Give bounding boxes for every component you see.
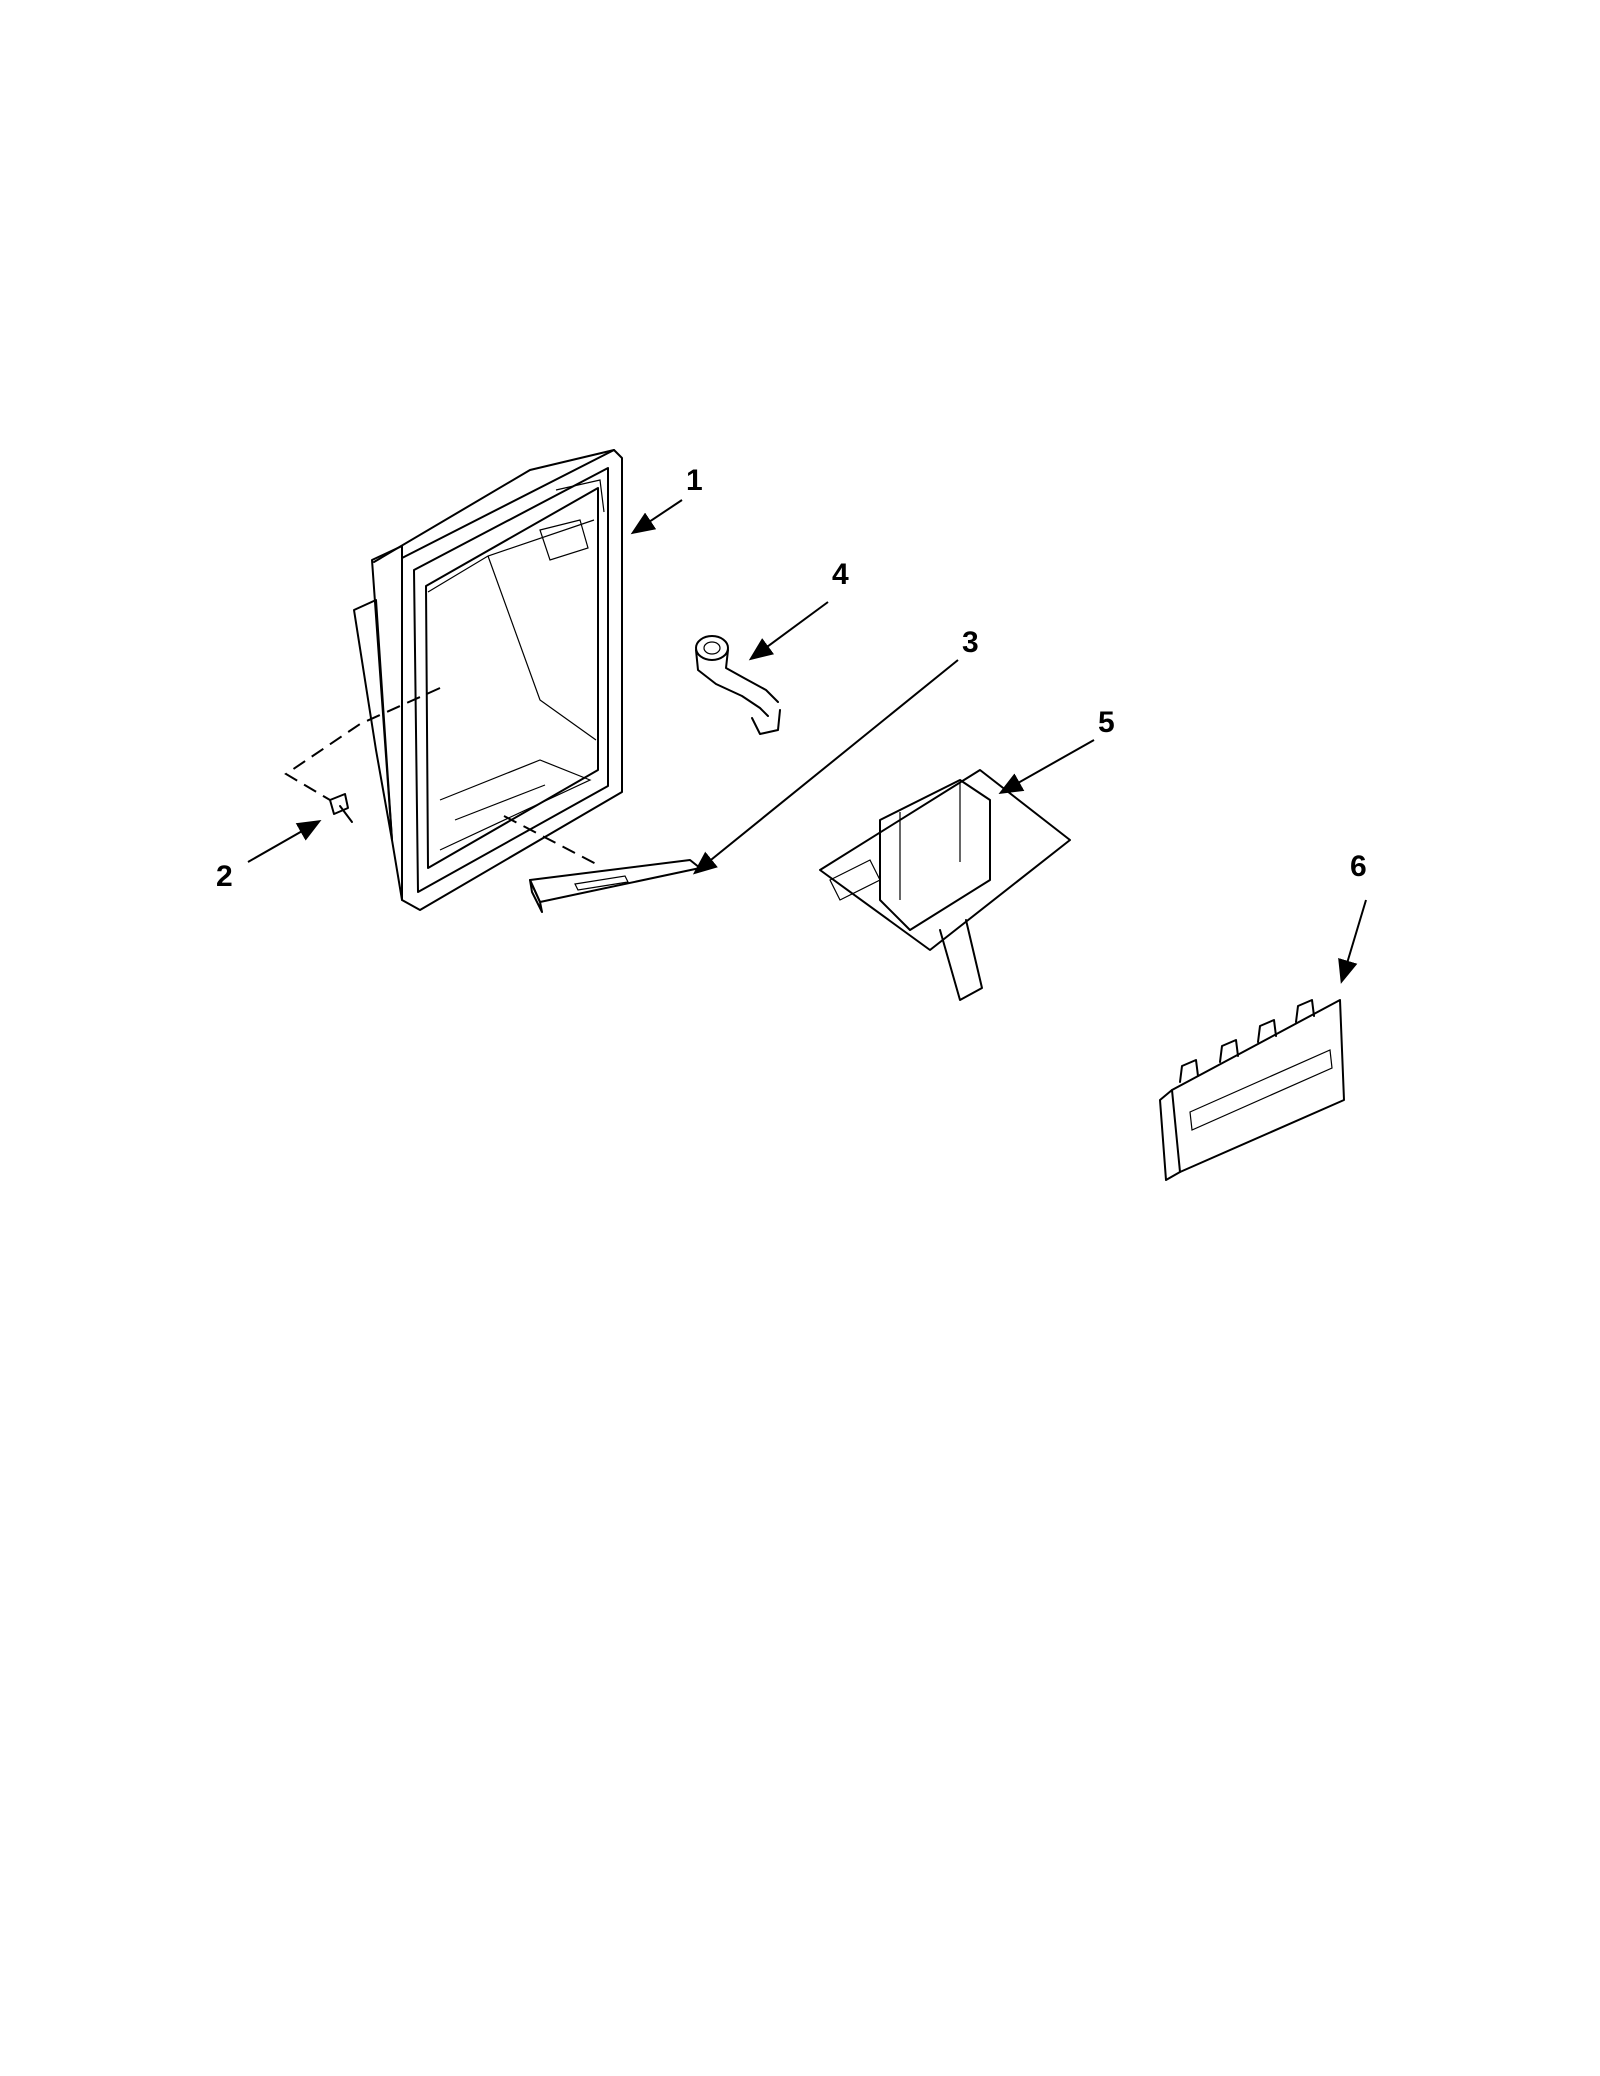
callout-1: 1 xyxy=(686,464,703,497)
part-1-dispenser-housing xyxy=(353,449,623,911)
callout-6: 6 xyxy=(1350,850,1367,883)
part-2-screw xyxy=(329,793,353,823)
part-3-drip-tray xyxy=(529,859,701,913)
assembly-line-tray xyxy=(503,815,601,867)
part-4-water-nozzle xyxy=(695,635,781,735)
leader-6 xyxy=(1338,899,1367,984)
leader-5 xyxy=(998,739,1095,794)
leader-4 xyxy=(748,601,829,661)
leader-1 xyxy=(630,499,683,535)
part-5-switch-assembly xyxy=(819,769,1071,1001)
callout-3: 3 xyxy=(962,626,979,659)
assembly-line-screw xyxy=(284,687,441,801)
part-6-control-panel xyxy=(1159,999,1345,1181)
leader-2 xyxy=(247,820,322,863)
callout-4: 4 xyxy=(832,558,849,591)
callout-2: 2 xyxy=(216,860,233,893)
callout-5: 5 xyxy=(1098,706,1115,739)
leader-3 xyxy=(692,659,959,875)
